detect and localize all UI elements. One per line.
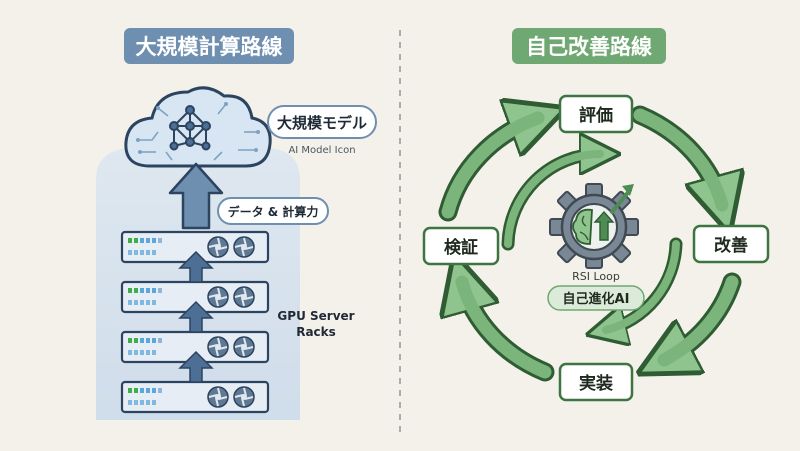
rack-label-line1: GPU Server [277, 309, 354, 323]
rack-flow-arrow [178, 250, 214, 283]
server-unit [120, 380, 270, 414]
compute-flow-arrow [168, 162, 224, 230]
node-top: 評価 [558, 94, 634, 134]
right-section: 自己改善路線 評価 改善 実 [422, 28, 770, 402]
center-caption: RSI Loop [572, 270, 620, 283]
server-unit [120, 230, 270, 264]
node-top-label: 評価 [579, 105, 613, 126]
node-bottom-label: 実装 [579, 373, 613, 394]
fan-icon [207, 386, 229, 408]
left-title: 大規模計算路線 [136, 35, 283, 59]
flow-label-pill [217, 197, 329, 225]
server-unit [120, 280, 270, 314]
node-right-label: 改善 [714, 235, 748, 256]
fan-icon [207, 286, 229, 308]
outer-loop [448, 115, 732, 382]
fan-icon [233, 386, 255, 408]
node-left: 検証 [422, 226, 500, 266]
fan-icon [233, 336, 255, 358]
rack-flow-arrow [178, 300, 214, 333]
flow-label: データ & 計算力 [228, 204, 319, 219]
server-unit [120, 330, 270, 364]
right-title-badge [512, 28, 666, 64]
model-caption: AI Model Icon [288, 145, 355, 156]
growth-arrow-icon [593, 184, 634, 241]
fan-icon [207, 236, 229, 258]
inner-loop [501, 154, 683, 330]
center-label: 自己進化AI [563, 291, 630, 307]
right-title: 自己改善路線 [526, 35, 652, 59]
model-label: 大規模モデル [277, 114, 367, 132]
fan-icon [233, 236, 255, 258]
node-bottom: 実装 [558, 362, 634, 402]
rack-flow-arrow [178, 350, 214, 383]
rack-label-line2: Racks [296, 325, 336, 339]
fan-icon [207, 336, 229, 358]
center-label-pill [547, 285, 645, 311]
node-left-label: 検証 [444, 237, 478, 258]
server-rack-icon [120, 230, 270, 414]
left-title-badge [124, 28, 294, 64]
model-label-pill [267, 105, 377, 139]
fan-icon [233, 286, 255, 308]
brain-icon [572, 208, 593, 245]
left-section: 大規模計算路線 [96, 28, 377, 420]
node-right: 改善 [692, 224, 770, 264]
neural-network-icon [169, 105, 211, 151]
